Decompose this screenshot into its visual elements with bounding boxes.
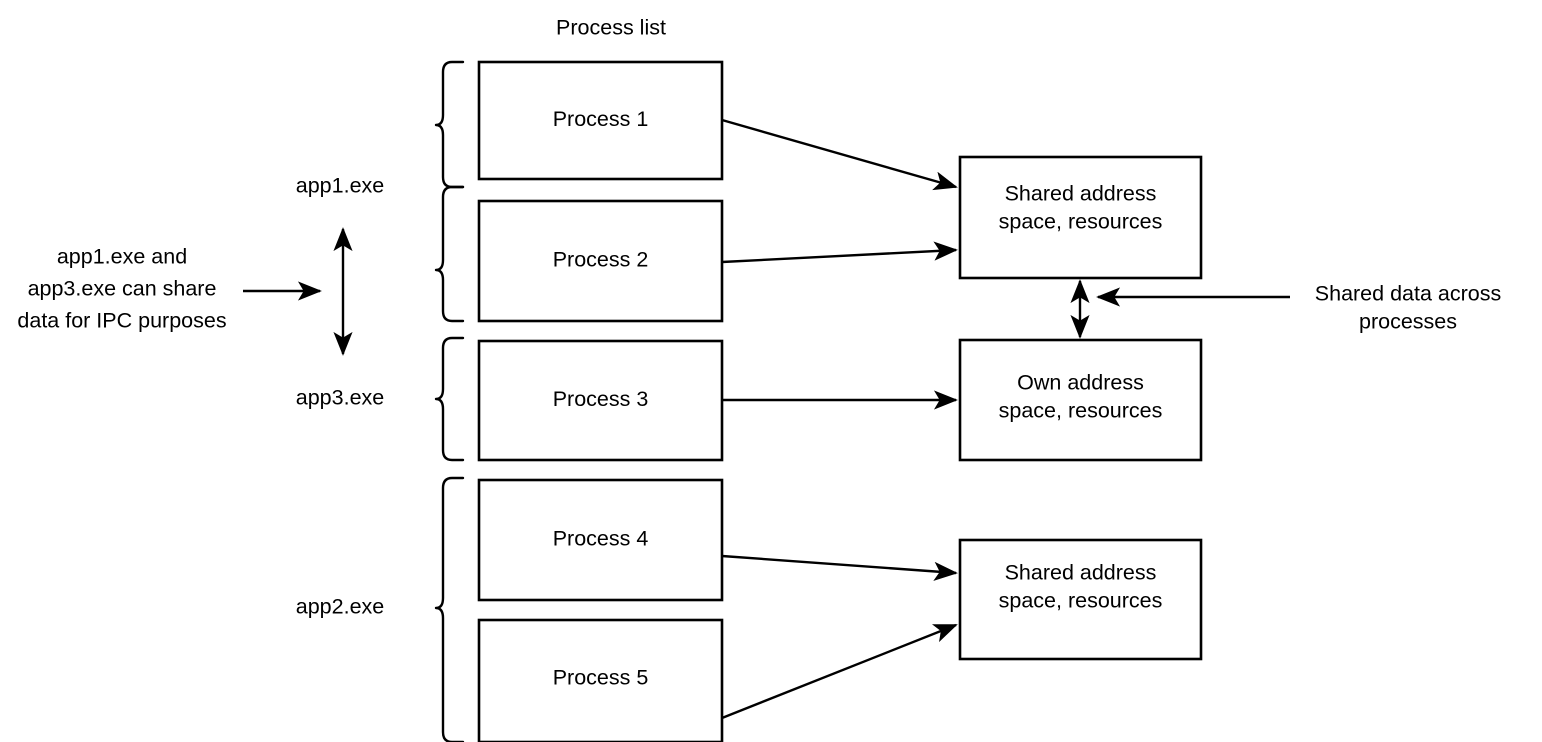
app-label-app2: app2.exe — [296, 595, 384, 619]
process-box-2[interactable]: Process 2 — [477, 199, 724, 323]
brace-app3 — [434, 336, 465, 462]
arrow-process1-to-shared-top — [721, 118, 958, 191]
process-box-3-label: Process 3 — [553, 387, 649, 411]
process-list-title: Process list — [556, 16, 666, 40]
memory-box-own[interactable]: Own address space, resources — [958, 338, 1203, 462]
process-box-3[interactable]: Process 3 — [477, 339, 724, 462]
brace-app1 — [434, 60, 465, 189]
process-box-5-label: Process 5 — [553, 666, 649, 690]
app-label-app1: app1.exe — [296, 174, 384, 198]
ipc-note-line1: app1.exe and — [57, 245, 187, 269]
process-box-5[interactable]: Process 5 — [477, 618, 724, 742]
shared-data-note-line2: processes — [1359, 310, 1457, 334]
memory-box-shared-bottom[interactable]: Shared address space, resources — [958, 538, 1203, 661]
ipc-note-line2: app3.exe can share — [28, 277, 217, 301]
brace-app2 — [434, 476, 465, 742]
memory-box-own-line2: space, resources — [999, 399, 1163, 423]
process-box-4[interactable]: Process 4 — [477, 478, 724, 602]
arrow-process4-to-shared-bottom — [721, 554, 958, 581]
memory-box-shared-top-line1: Shared address — [1005, 182, 1157, 206]
memory-box-shared-bottom-line2: space, resources — [999, 589, 1163, 613]
memory-box-shared-top[interactable]: Shared address space, resources — [958, 155, 1203, 280]
process-box-1[interactable]: Process 1 — [477, 60, 724, 181]
process-box-2-label: Process 2 — [553, 248, 649, 272]
ipc-note-line3: data for IPC purposes — [17, 309, 226, 333]
memory-box-own-line1: Own address — [1017, 371, 1144, 395]
memory-box-shared-bottom-line1: Shared address — [1005, 561, 1157, 585]
app-label-app3: app3.exe — [296, 386, 384, 410]
process-box-4-label: Process 4 — [553, 527, 649, 551]
brace-app1-lower — [434, 185, 465, 323]
arrow-process5-to-shared-bottom — [721, 623, 958, 720]
process-box-1-label: Process 1 — [553, 107, 649, 131]
shared-data-note-line1: Shared data across — [1315, 282, 1501, 306]
memory-box-shared-top-line2: space, resources — [999, 210, 1163, 234]
arrow-process2-to-shared-top — [721, 241, 958, 264]
